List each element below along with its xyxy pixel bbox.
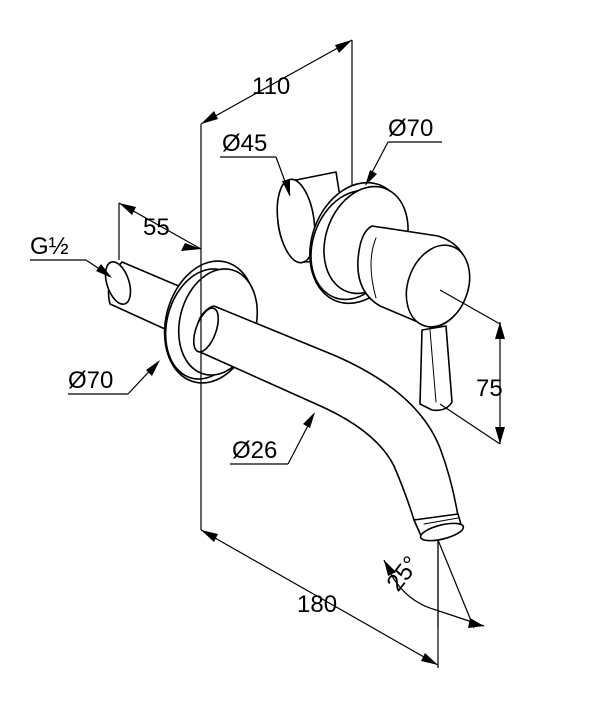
diameter-45-label: Ø45 bbox=[222, 130, 267, 157]
spout-pipe-start bbox=[192, 307, 220, 353]
spout-unit bbox=[104, 260, 465, 542]
diameter-70-upper: Ø70 bbox=[365, 115, 442, 186]
mixer-body-front-face bbox=[405, 244, 471, 328]
thread-leader: G½ bbox=[30, 233, 112, 278]
dimension-55: 55 bbox=[118, 202, 202, 260]
diameter-70-upper-label: Ø70 bbox=[388, 115, 433, 142]
dimension-angle-label: 25° bbox=[381, 551, 425, 596]
diameter-26: Ø26 bbox=[230, 412, 315, 465]
dimension-110-label: 110 bbox=[252, 73, 290, 100]
dimension-180-label: 180 bbox=[297, 591, 337, 618]
dimension-110: 110 bbox=[200, 39, 353, 290]
diameter-26-label: Ø26 bbox=[232, 437, 277, 464]
diameter-70-lower-label: Ø70 bbox=[68, 367, 113, 394]
diameter-70-lower: Ø70 bbox=[68, 360, 160, 395]
mixer-lever bbox=[419, 325, 453, 412]
spout-pipe bbox=[195, 305, 459, 521]
mixer-handle-unit bbox=[276, 171, 471, 412]
dimension-75-label: 75 bbox=[476, 375, 503, 402]
thread-stub-end bbox=[104, 261, 132, 305]
dimension-angle: 25° bbox=[381, 539, 485, 629]
dimension-55-label: 55 bbox=[143, 214, 170, 241]
thread-label: G½ bbox=[30, 233, 69, 260]
diameter-45: Ø45 bbox=[220, 130, 291, 197]
mixer-back-cylinder-face bbox=[276, 178, 316, 264]
dimension-75: 75 bbox=[439, 289, 505, 445]
